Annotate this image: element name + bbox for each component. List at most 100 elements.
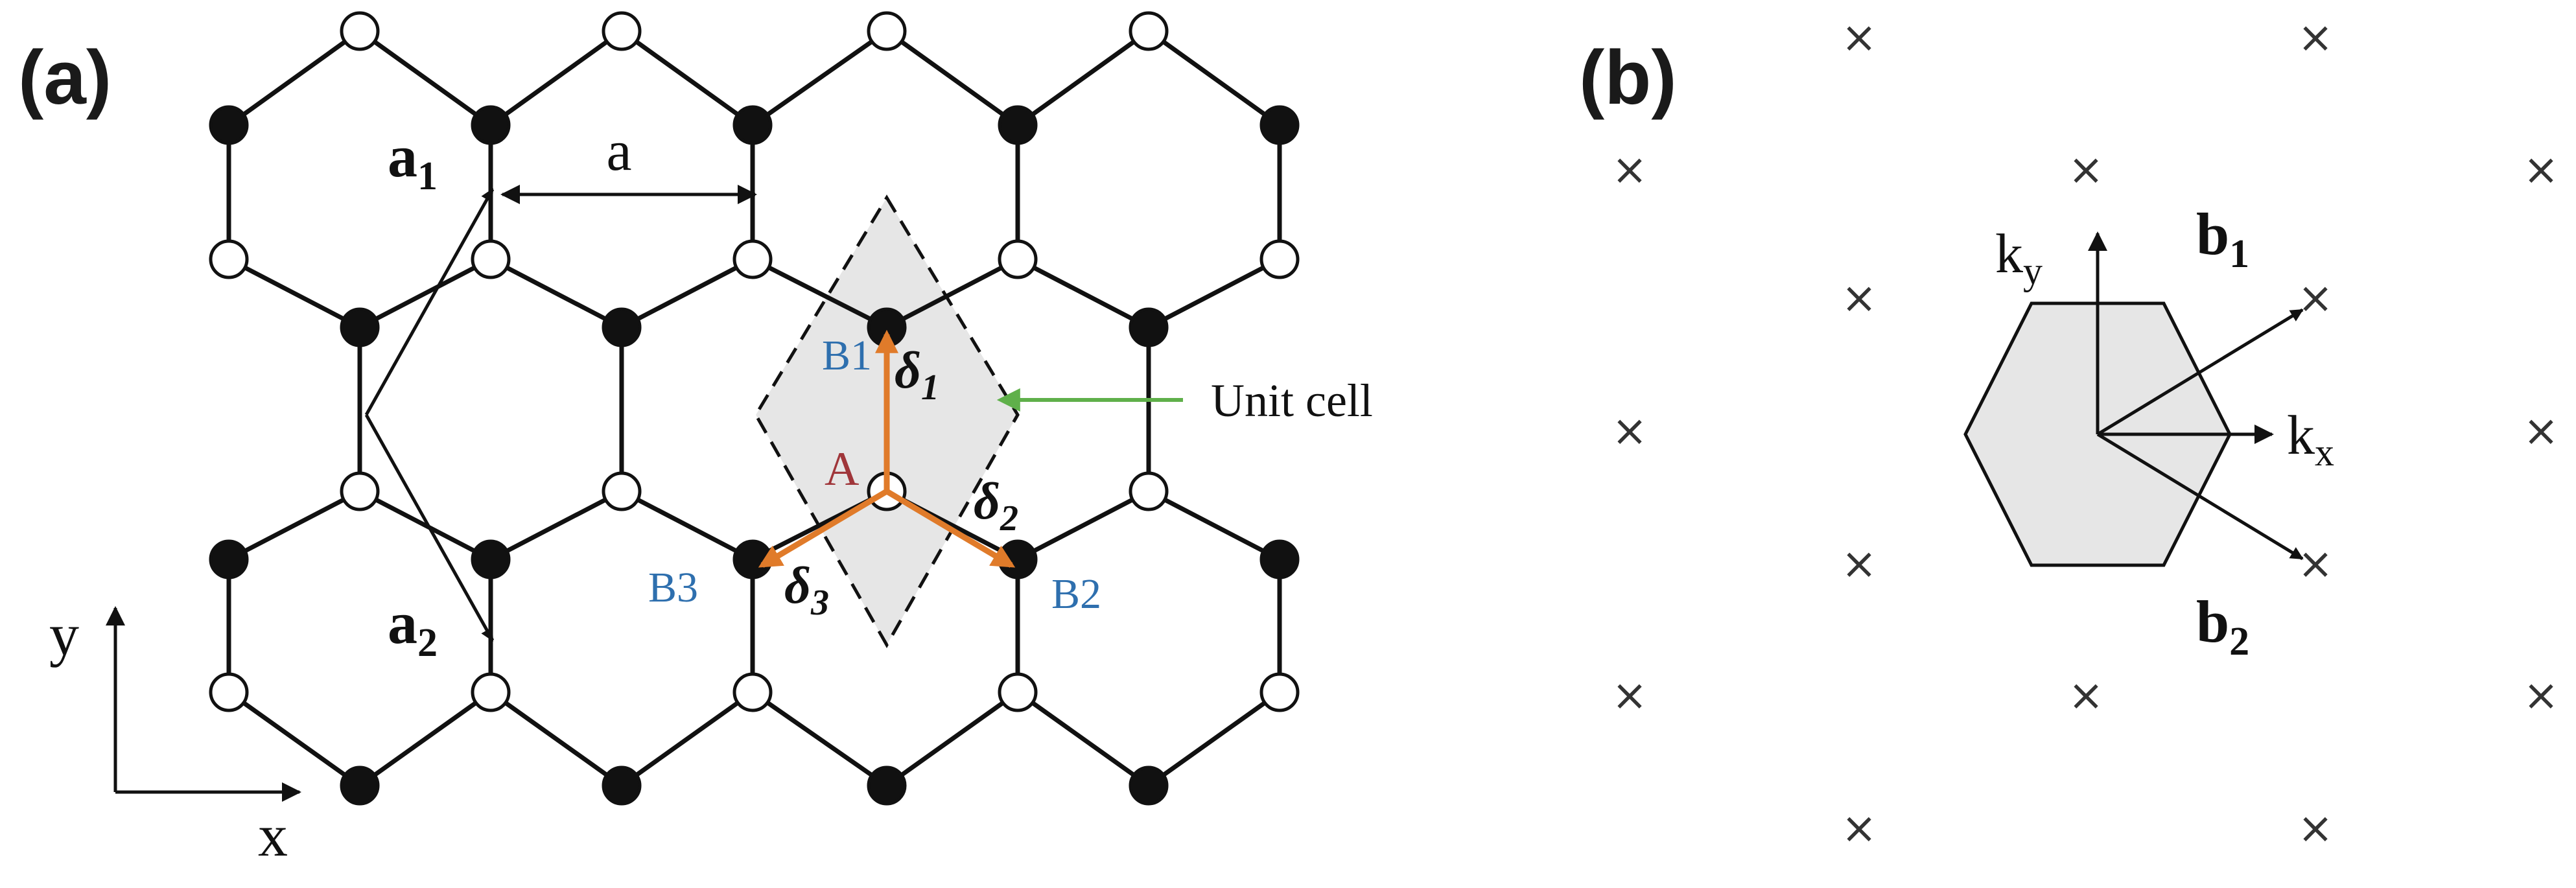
- unit-cell-label: Unit cell: [1211, 375, 1373, 426]
- vector-a1-label: a1: [388, 123, 438, 198]
- lattice-bond: [489, 257, 623, 330]
- sublattice-a-atom: [1259, 672, 1300, 712]
- lattice-bond: [751, 257, 888, 330]
- reciprocal-lattice-point: ×: [2297, 803, 2333, 853]
- sublattice-a-atom: [209, 239, 249, 279]
- reciprocal-lattice-point: ×: [1611, 406, 1647, 456]
- delta2-arrow: [885, 489, 1016, 568]
- lattice-bond: [228, 489, 361, 562]
- panel-a-real-space-lattice: (a) a a1 a2 A B1 B2 B3 δ1 δ2 δ3 Unit cel…: [18, 11, 1373, 869]
- site-B2-label: B2: [1051, 570, 1101, 618]
- reciprocal-vector-b1-arrow: [2096, 308, 2304, 436]
- sublattice-a-atom: [998, 239, 1038, 279]
- lattice-bond: [358, 489, 492, 562]
- reciprocal-lattice-point: ×: [1841, 273, 1877, 323]
- lattice-bond: [885, 29, 1020, 127]
- sublattice-b-atom: [602, 765, 642, 806]
- reciprocal-lattice-point: ×: [2068, 670, 2103, 720]
- reciprocal-lattice-points: ××××××××××××××××: [1611, 12, 2558, 853]
- lattice-bond: [489, 29, 624, 127]
- lattice-bond: [751, 690, 888, 788]
- reciprocal-lattice-point: ×: [2523, 670, 2558, 720]
- lattice-bond: [620, 29, 755, 127]
- vector-a2-label: a2: [388, 590, 438, 665]
- delta3-arrow: [758, 489, 889, 568]
- lattice-bond: [228, 257, 361, 330]
- axis-y-label: y: [49, 602, 79, 668]
- sublattice-b-atom: [998, 105, 1038, 145]
- lattice-atoms: [209, 11, 1300, 806]
- sublattice-b-atom: [1129, 307, 1169, 347]
- reciprocal-lattice-point: ×: [1841, 539, 1877, 589]
- sublattice-a-atom: [732, 239, 773, 279]
- sublattice-a-atom: [471, 239, 511, 279]
- reciprocal-lattice-point: ×: [1611, 145, 1647, 194]
- site-B1-label: B1: [822, 332, 872, 379]
- lattice-bond: [1016, 257, 1150, 330]
- lattice-bond: [620, 690, 755, 788]
- sublattice-b-atom: [471, 539, 511, 579]
- reciprocal-lattice-point: ×: [1841, 12, 1877, 62]
- lattice-bond: [358, 257, 492, 330]
- sublattice-b-atom: [602, 307, 642, 347]
- lattice-bond: [1147, 489, 1281, 562]
- lattice-bond: [1147, 257, 1281, 330]
- axis-x-label: x: [258, 802, 288, 869]
- reciprocal-lattice-point: ×: [2068, 145, 2103, 194]
- sublattice-a-atom: [602, 11, 642, 51]
- sublattice-a-atom: [1129, 471, 1169, 511]
- lattice-bond: [358, 690, 493, 788]
- delta1-label: δ1: [895, 342, 939, 408]
- lattice-constant-label: a: [606, 120, 631, 183]
- sublattice-a-atom: [1259, 239, 1300, 279]
- lattice-bond: [227, 690, 362, 788]
- sublattice-b-atom: [732, 105, 773, 145]
- sublattice-b-atom: [732, 539, 773, 579]
- reciprocal-lattice-point: ×: [2523, 145, 2558, 194]
- lattice-bond: [620, 257, 754, 330]
- panel-b-label: (b): [1579, 35, 1677, 121]
- lattice-bond: [751, 29, 889, 127]
- lattice-bond: [620, 489, 754, 562]
- panel-b-reciprocal-lattice: (b) ×××××××××××××××× kx ky b1 b2: [1579, 12, 2559, 853]
- sublattice-a-atom: [867, 11, 907, 51]
- reciprocal-lattice-point: ×: [2297, 539, 2333, 589]
- lattice-bond: [489, 489, 623, 562]
- sublattice-b-atom: [867, 765, 907, 806]
- delta2-label: δ2: [974, 473, 1018, 539]
- lattice-bond: [885, 257, 1019, 330]
- sublattice-a-atom: [209, 672, 249, 712]
- reciprocal-lattice-point: ×: [2297, 12, 2333, 62]
- lattice-bond: [885, 690, 1020, 788]
- reciprocal-lattice-point: ×: [2523, 406, 2558, 456]
- sublattice-a-atom: [1129, 11, 1169, 51]
- sublattice-b-atom: [1259, 105, 1300, 145]
- vector-b2-label: b2: [2196, 589, 2249, 664]
- axis-kx-label: kx: [2287, 404, 2334, 474]
- vector-b1-label: b1: [2196, 201, 2249, 276]
- reciprocal-lattice-point: ×: [1841, 803, 1877, 853]
- sublattice-b-atom: [209, 105, 249, 145]
- sublattice-b-atom: [340, 765, 380, 806]
- sublattice-a-atom: [340, 11, 380, 51]
- site-A-label: A: [825, 443, 859, 496]
- panel-a-label: (a): [18, 35, 111, 121]
- lattice-bond: [489, 690, 624, 788]
- sublattice-a-atom: [340, 471, 380, 511]
- lattice-vector-a1-arrow: [364, 188, 495, 416]
- lattice-bonds: [226, 29, 1282, 788]
- lattice-bond: [1147, 29, 1282, 127]
- site-B3-label: B3: [648, 564, 698, 611]
- lattice-bond: [1016, 29, 1151, 127]
- lattice-vector-a2-arrow: [364, 414, 495, 642]
- sublattice-a-atom: [471, 672, 511, 712]
- lattice-bond: [1147, 690, 1282, 788]
- sublattice-a-atom: [732, 672, 773, 712]
- sublattice-b-atom: [471, 105, 511, 145]
- lattice-bond: [1016, 690, 1151, 788]
- sublattice-a-atom: [998, 672, 1038, 712]
- lattice-bond: [1016, 489, 1150, 562]
- reciprocal-lattice-point: ×: [1611, 670, 1647, 720]
- lattice-bond: [227, 29, 362, 127]
- sublattice-a-atom: [602, 471, 642, 511]
